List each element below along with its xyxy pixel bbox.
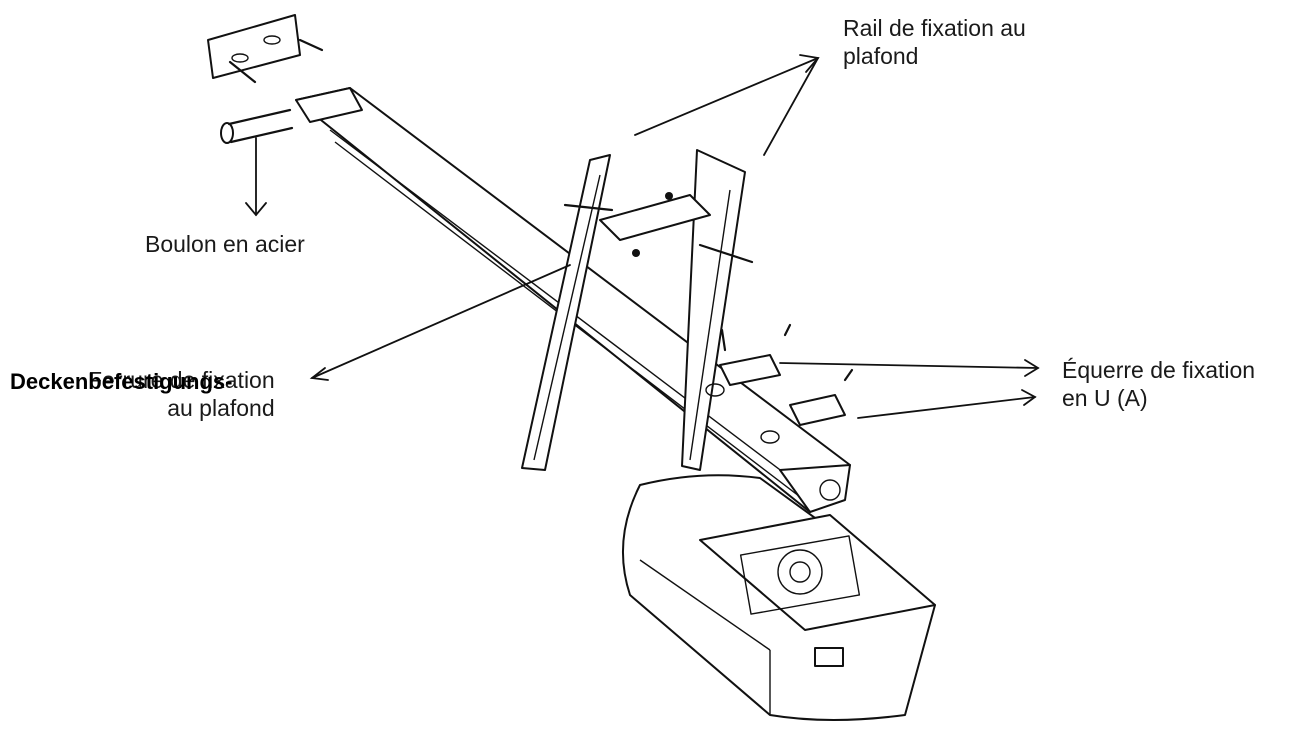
arrow-u-bracket xyxy=(779,359,1040,419)
label-ceiling-bracket-line1: Ferrure de fixation xyxy=(88,367,275,393)
arrow-rail xyxy=(634,54,820,156)
arrow-bolt xyxy=(245,137,267,217)
wall-bracket xyxy=(207,14,324,84)
label-rail: Rail de fixation au plafond xyxy=(843,14,1026,70)
motor-unit xyxy=(621,474,936,721)
label-ceiling-bracket: Ferrure de fixation au plafond xyxy=(88,366,275,422)
hanging-strap-right xyxy=(681,149,746,471)
label-ceiling-bracket-line2: au plafond xyxy=(167,395,275,421)
u-bracket-lower xyxy=(760,368,854,444)
u-bracket-upper xyxy=(705,323,792,397)
label-u-bracket-line2: en U (A) xyxy=(1062,385,1148,411)
label-u-bracket-line1: Équerre de fixation xyxy=(1062,357,1256,383)
label-ceiling-bracket-de: Deckenbefestigungs- xyxy=(10,369,233,394)
label-rail-line1: Rail de fixation au xyxy=(843,15,1026,41)
steel-bolt xyxy=(220,108,294,144)
label-bolt: Boulon en acier xyxy=(145,231,305,257)
label-u-bracket: Équerre de fixation en U (A) xyxy=(1062,356,1255,412)
hanging-strap-left xyxy=(521,154,611,471)
label-rail-line2: plafond xyxy=(843,43,919,69)
ceiling-bracket xyxy=(563,192,754,264)
arrow-ceiling-bracket xyxy=(309,264,571,381)
